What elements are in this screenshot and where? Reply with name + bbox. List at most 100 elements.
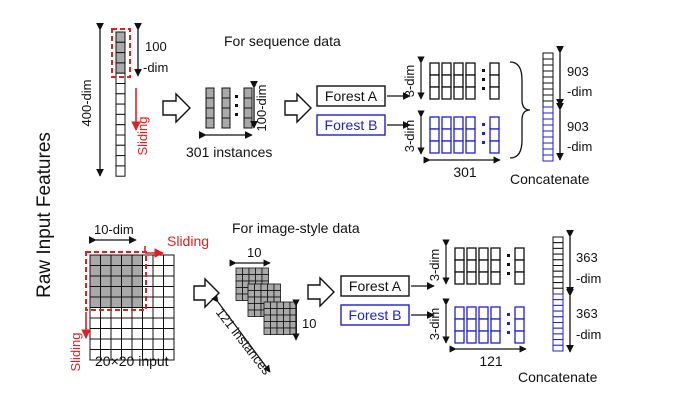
grid-cell xyxy=(152,286,164,298)
class-vector-cell xyxy=(454,318,465,332)
grid-cell xyxy=(142,328,154,340)
vector-cell xyxy=(115,62,126,74)
concat-cell xyxy=(552,287,564,295)
class-vector-cell xyxy=(465,62,476,76)
ellipsis-dot xyxy=(507,263,510,266)
concat-cell xyxy=(542,94,554,102)
class-vector-cell xyxy=(490,306,501,320)
grid-cell xyxy=(142,338,154,350)
patch-cell xyxy=(242,274,250,282)
grid-cell xyxy=(131,296,143,308)
out-b-label: 903 xyxy=(567,119,589,134)
grid-cell xyxy=(131,286,143,298)
grid-cell xyxy=(110,275,122,287)
patch-cell xyxy=(235,280,243,288)
class-vector-cell xyxy=(478,306,489,320)
vector-cell xyxy=(115,31,126,43)
class-vector-cell xyxy=(478,271,489,285)
class-vector-cell xyxy=(478,259,489,273)
grid-cell xyxy=(163,254,175,266)
class-vector-cell xyxy=(453,140,464,154)
concat-cell xyxy=(552,253,564,261)
sequence-input-vector xyxy=(115,31,126,177)
class-vector-cell xyxy=(514,330,525,344)
forest-a-box xyxy=(316,85,386,107)
patch-cell xyxy=(276,327,284,335)
vector-cell xyxy=(115,144,126,157)
vector-cell xyxy=(115,93,126,105)
grid-cell xyxy=(121,254,133,266)
concatenated-vector-bottom xyxy=(552,236,564,352)
instance-cell xyxy=(221,87,231,99)
grid-cell xyxy=(100,317,112,329)
patch-cell xyxy=(283,301,291,309)
patch-cell xyxy=(248,274,256,282)
concat-cell xyxy=(552,316,564,323)
side-label: Raw Input Features xyxy=(34,132,55,298)
vector-cell xyxy=(115,83,126,95)
patch-cell xyxy=(254,309,262,317)
concat-cell xyxy=(542,82,554,90)
instance-cell xyxy=(205,107,215,119)
grid-cell xyxy=(100,296,112,308)
class-vector-cell xyxy=(454,271,465,285)
grid-cell xyxy=(131,338,143,350)
instance-cell xyxy=(205,87,215,99)
grid-cell xyxy=(100,275,112,287)
patch-cell xyxy=(270,321,278,329)
grid-cell xyxy=(100,286,112,298)
class-vector-cell xyxy=(441,140,452,154)
concat-cell xyxy=(552,339,564,346)
class-vector-cell xyxy=(453,86,464,100)
vector-cell xyxy=(115,41,126,54)
concat-cell xyxy=(552,327,564,335)
patch-cell xyxy=(276,314,284,322)
grid-cell xyxy=(121,317,133,329)
concat-cell xyxy=(552,310,564,318)
vector-cell xyxy=(115,103,126,115)
concat-cell xyxy=(542,70,554,78)
patch-cell xyxy=(270,308,278,316)
patch-cell xyxy=(276,301,284,309)
grid-cell xyxy=(163,286,175,298)
ellipsis-dot xyxy=(507,272,510,275)
instances-count-label: 301 instances xyxy=(186,144,272,160)
grid-cell xyxy=(152,328,164,340)
ellipsis-dot xyxy=(507,322,510,325)
vector-cell xyxy=(115,124,126,136)
class-vector-cell xyxy=(441,128,452,142)
patch-cell xyxy=(276,321,284,329)
grid-cell xyxy=(110,328,122,340)
grid-cell xyxy=(121,338,133,350)
forest-b-label-bottom: Forest B xyxy=(349,307,402,323)
grid-cell xyxy=(110,286,122,298)
instance-cell xyxy=(221,107,231,119)
grid-cell xyxy=(89,338,101,350)
grid-cell xyxy=(152,307,164,319)
ellipsis-dot xyxy=(235,104,238,107)
patch-cell xyxy=(273,283,281,291)
concat-cell xyxy=(542,88,554,96)
grid-cell xyxy=(121,265,133,277)
patch-cell xyxy=(254,290,262,298)
class-vector-cell xyxy=(453,62,464,76)
patch-cell xyxy=(267,290,275,298)
concat-cell xyxy=(542,142,554,150)
grid-cell xyxy=(163,265,175,277)
patch-cell xyxy=(263,321,271,329)
class-count-label: 301 xyxy=(453,164,477,180)
concat-cell xyxy=(542,52,554,60)
forest-a-label: Forest A xyxy=(325,88,378,104)
patch-cell xyxy=(261,267,269,275)
class-vector-cell xyxy=(453,128,464,142)
patch-cell xyxy=(235,293,243,301)
class-vector-cell xyxy=(478,247,489,261)
window-dim-label: 100 xyxy=(145,39,167,54)
class-vector-cell xyxy=(489,128,500,142)
patch-cell xyxy=(260,283,268,291)
concat-cell xyxy=(552,247,564,255)
sequence-instances xyxy=(205,87,253,129)
ellipsis-dot xyxy=(235,113,238,116)
vector-cell xyxy=(115,113,126,126)
concat-label-bottom: Concatenate xyxy=(518,369,598,385)
